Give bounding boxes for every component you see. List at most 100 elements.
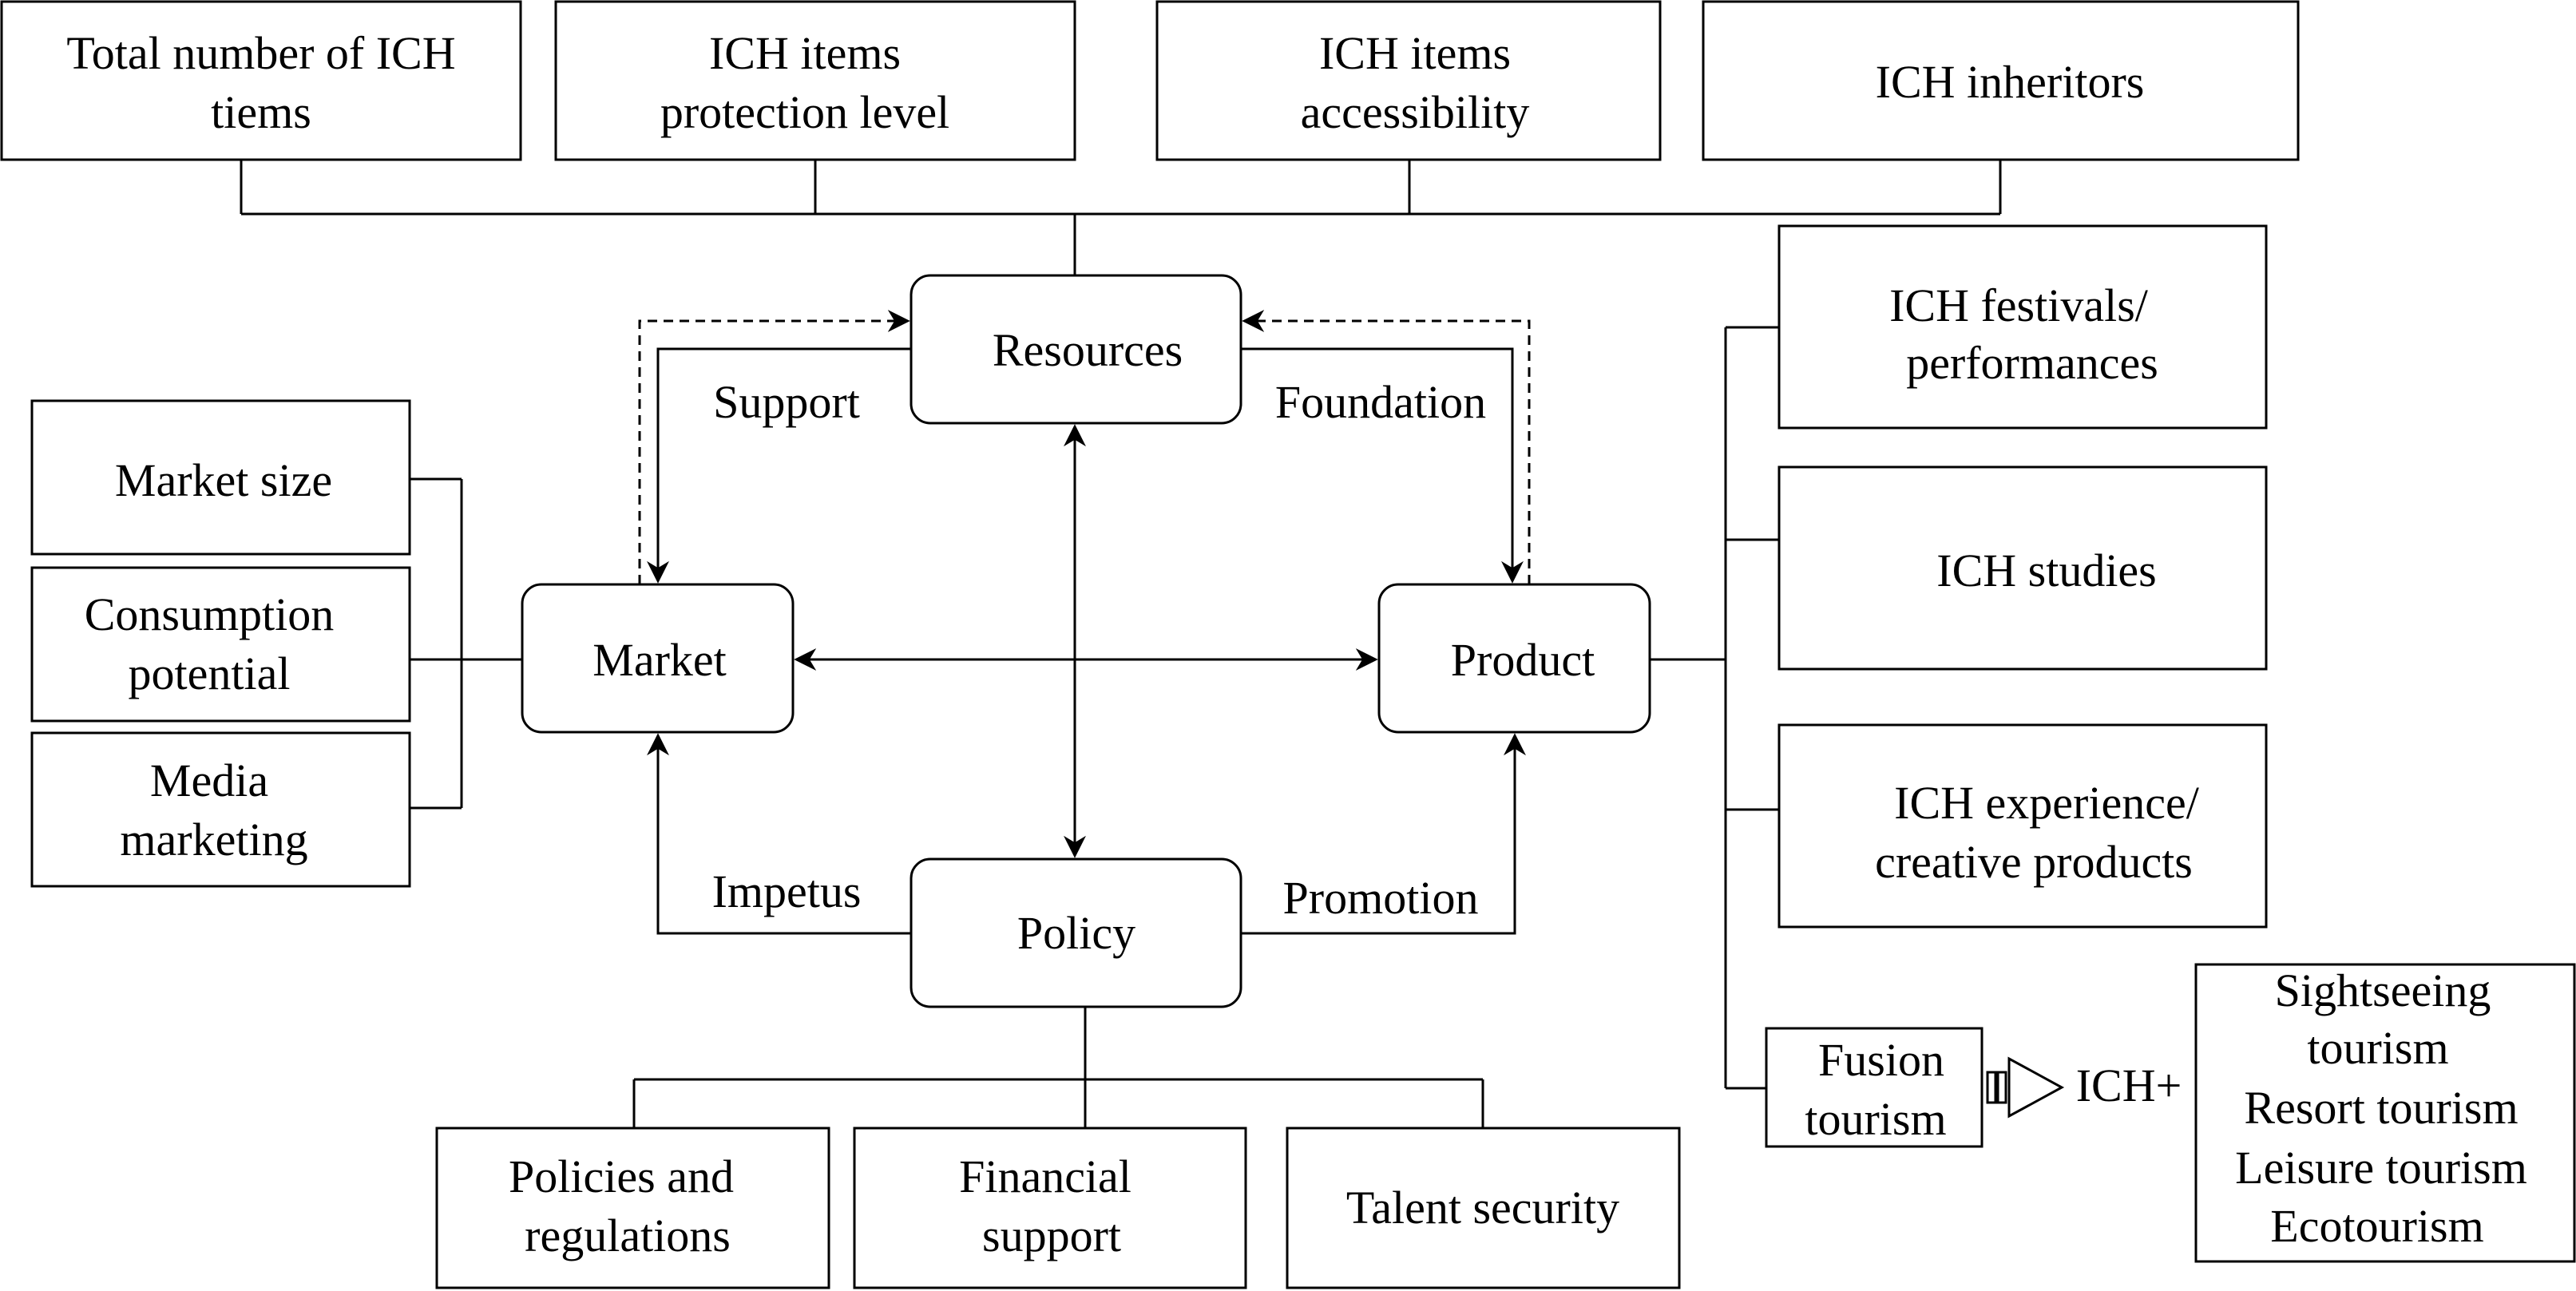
svg-text:creative products: creative products: [1875, 836, 2193, 888]
market-node: Market: [521, 583, 795, 734]
svg-text:Ecotourism: Ecotourism: [2270, 1200, 2483, 1252]
svg-text:performances: performances: [1906, 337, 2158, 389]
svg-text:Sightseeing: Sightseeing: [2275, 964, 2491, 1016]
policy-factor-financial-support: Financial support: [853, 1127, 1247, 1289]
ich-plus-label: ICH+: [2076, 1059, 2182, 1111]
impetus-arrow: [647, 733, 911, 935]
svg-text:tourism: tourism: [1805, 1093, 1946, 1145]
tourism-type-line-1: Sightseeing: [2275, 964, 2491, 1016]
policy-factor-connectors: [632, 1007, 1484, 1128]
market-factor-media-marketing: Media marketing: [30, 731, 411, 888]
product-feedback-dashed-arrow: [1242, 310, 1531, 584]
core-relation-arrows: [638, 310, 1531, 935]
svg-text:Talent security: Talent security: [1346, 1182, 1619, 1234]
protection-level-line-2: protection level: [660, 86, 949, 138]
inheritors-line-1: ICH inheritors: [1876, 56, 2145, 108]
resources-node: Resources: [910, 274, 1242, 425]
svg-text:Market size: Market size: [115, 454, 332, 506]
financial-line-1: Financial: [959, 1150, 1131, 1202]
svg-text:support: support: [982, 1210, 1121, 1261]
svg-text:tiems: tiems: [211, 86, 311, 138]
svg-text:accessibility: accessibility: [1301, 86, 1530, 138]
svg-text:regulations: regulations: [525, 1210, 731, 1261]
svg-text:ICH studies: ICH studies: [1936, 545, 2157, 596]
market-factor-consumption-potential: Consumption potential: [30, 566, 411, 723]
svg-text:Consumption: Consumption: [85, 588, 335, 640]
tourism-type-line-3: Resort tourism: [2244, 1082, 2518, 1134]
product-factor-experience: ICH experience/ creative products: [1777, 723, 2268, 929]
svg-text:Total number of ICH: Total number of ICH: [66, 27, 455, 79]
consumption-line-2: potential: [129, 647, 291, 699]
svg-text:ICH items: ICH items: [709, 27, 901, 79]
resource-factor-inheritors: ICH inheritors: [1702, 0, 2300, 161]
impetus-label: Impetus: [712, 865, 862, 917]
market-size-label: Market size: [115, 454, 332, 506]
policy-factor-regulations: Policies and regulations: [435, 1127, 830, 1289]
svg-text:tourism: tourism: [2307, 1022, 2448, 1074]
market-factor-connectors: [410, 477, 522, 810]
media-line-2: marketing: [120, 814, 307, 865]
svg-text:Policies and: Policies and: [509, 1150, 734, 1202]
fusion-line-2: tourism: [1805, 1093, 1946, 1145]
media-line-1: Media: [150, 754, 268, 806]
total-number-line-2: tiems: [211, 86, 311, 138]
resource-factor-total-number: Total number of ICH tiems: [0, 0, 522, 161]
regulations-line-2: regulations: [525, 1210, 731, 1261]
festivals-line-1: ICH festivals/: [1889, 279, 2149, 331]
resource-factor-accessibility: ICH items accessibility: [1155, 0, 1662, 161]
resources-label: Resources: [993, 324, 1183, 376]
total-number-line-1: Total number of ICH: [66, 27, 455, 79]
fusion-line-1: Fusion: [1818, 1034, 1944, 1086]
svg-text:protection level: protection level: [660, 86, 949, 138]
product-factor-studies: ICH studies: [1777, 465, 2268, 671]
svg-text:ICH experience/: ICH experience/: [1894, 777, 2200, 829]
svg-text:Policy: Policy: [1017, 907, 1135, 959]
svg-text:Financial: Financial: [959, 1150, 1131, 1202]
fusion-to-ich-plus-hollow-arrow-icon: [1986, 1056, 2065, 1119]
product-node: Product: [1377, 583, 1651, 734]
experience-line-1: ICH experience/: [1894, 777, 2200, 829]
tourism-type-line-2: tourism: [2307, 1022, 2448, 1074]
svg-text:ICH festivals/: ICH festivals/: [1889, 279, 2149, 331]
svg-text:ICH inheritors: ICH inheritors: [1876, 56, 2145, 108]
promotion-label: Promotion: [1283, 872, 1479, 924]
promotion-arrow: [1241, 733, 1526, 935]
svg-text:Market: Market: [592, 634, 727, 686]
market-factor-market-size: Market size: [30, 399, 411, 556]
svg-text:Resources: Resources: [993, 324, 1183, 376]
support-arrow: [647, 347, 911, 584]
tourism-type-line-5: Ecotourism: [2270, 1200, 2483, 1252]
svg-text:potential: potential: [129, 647, 291, 699]
svg-text:Media: Media: [150, 754, 268, 806]
policy-label: Policy: [1017, 907, 1135, 959]
svg-text:marketing: marketing: [120, 814, 307, 865]
accessibility-line-2: accessibility: [1301, 86, 1530, 138]
experience-line-2: creative products: [1875, 836, 2193, 888]
svg-text:ICH items: ICH items: [1319, 27, 1511, 79]
festivals-line-2: performances: [1906, 337, 2158, 389]
studies-label: ICH studies: [1936, 545, 2157, 596]
svg-text:Product: Product: [1451, 634, 1595, 686]
support-label: Support: [713, 376, 860, 428]
regulations-line-1: Policies and: [509, 1150, 734, 1202]
financial-line-2: support: [982, 1210, 1121, 1261]
market-feedback-dashed-arrow: [638, 310, 910, 584]
tourism-type-line-4: Leisure tourism: [2235, 1142, 2527, 1194]
product-factor-connectors: [1650, 326, 1779, 1090]
resource-factor-connectors: [240, 160, 2002, 275]
product-factor-fusion-tourism: Fusion tourism: [1765, 1027, 1984, 1148]
ich-plus-tourism-types: Sightseeing tourism Resort tourism Leisu…: [2194, 963, 2576, 1263]
svg-text:Leisure tourism: Leisure tourism: [2235, 1142, 2527, 1194]
accessibility-line-1: ICH items: [1319, 27, 1511, 79]
product-label: Product: [1451, 634, 1595, 686]
foundation-label: Foundation: [1275, 376, 1486, 428]
policy-node: Policy: [910, 857, 1242, 1008]
consumption-line-1: Consumption: [85, 588, 335, 640]
market-label: Market: [592, 634, 727, 686]
svg-text:Resort tourism: Resort tourism: [2244, 1082, 2518, 1134]
protection-level-line-1: ICH items: [709, 27, 901, 79]
foundation-arrow: [1241, 347, 1524, 584]
product-factor-festivals: ICH festivals/ performances: [1777, 224, 2268, 430]
resource-factor-protection-level: ICH items protection level: [554, 0, 1076, 161]
